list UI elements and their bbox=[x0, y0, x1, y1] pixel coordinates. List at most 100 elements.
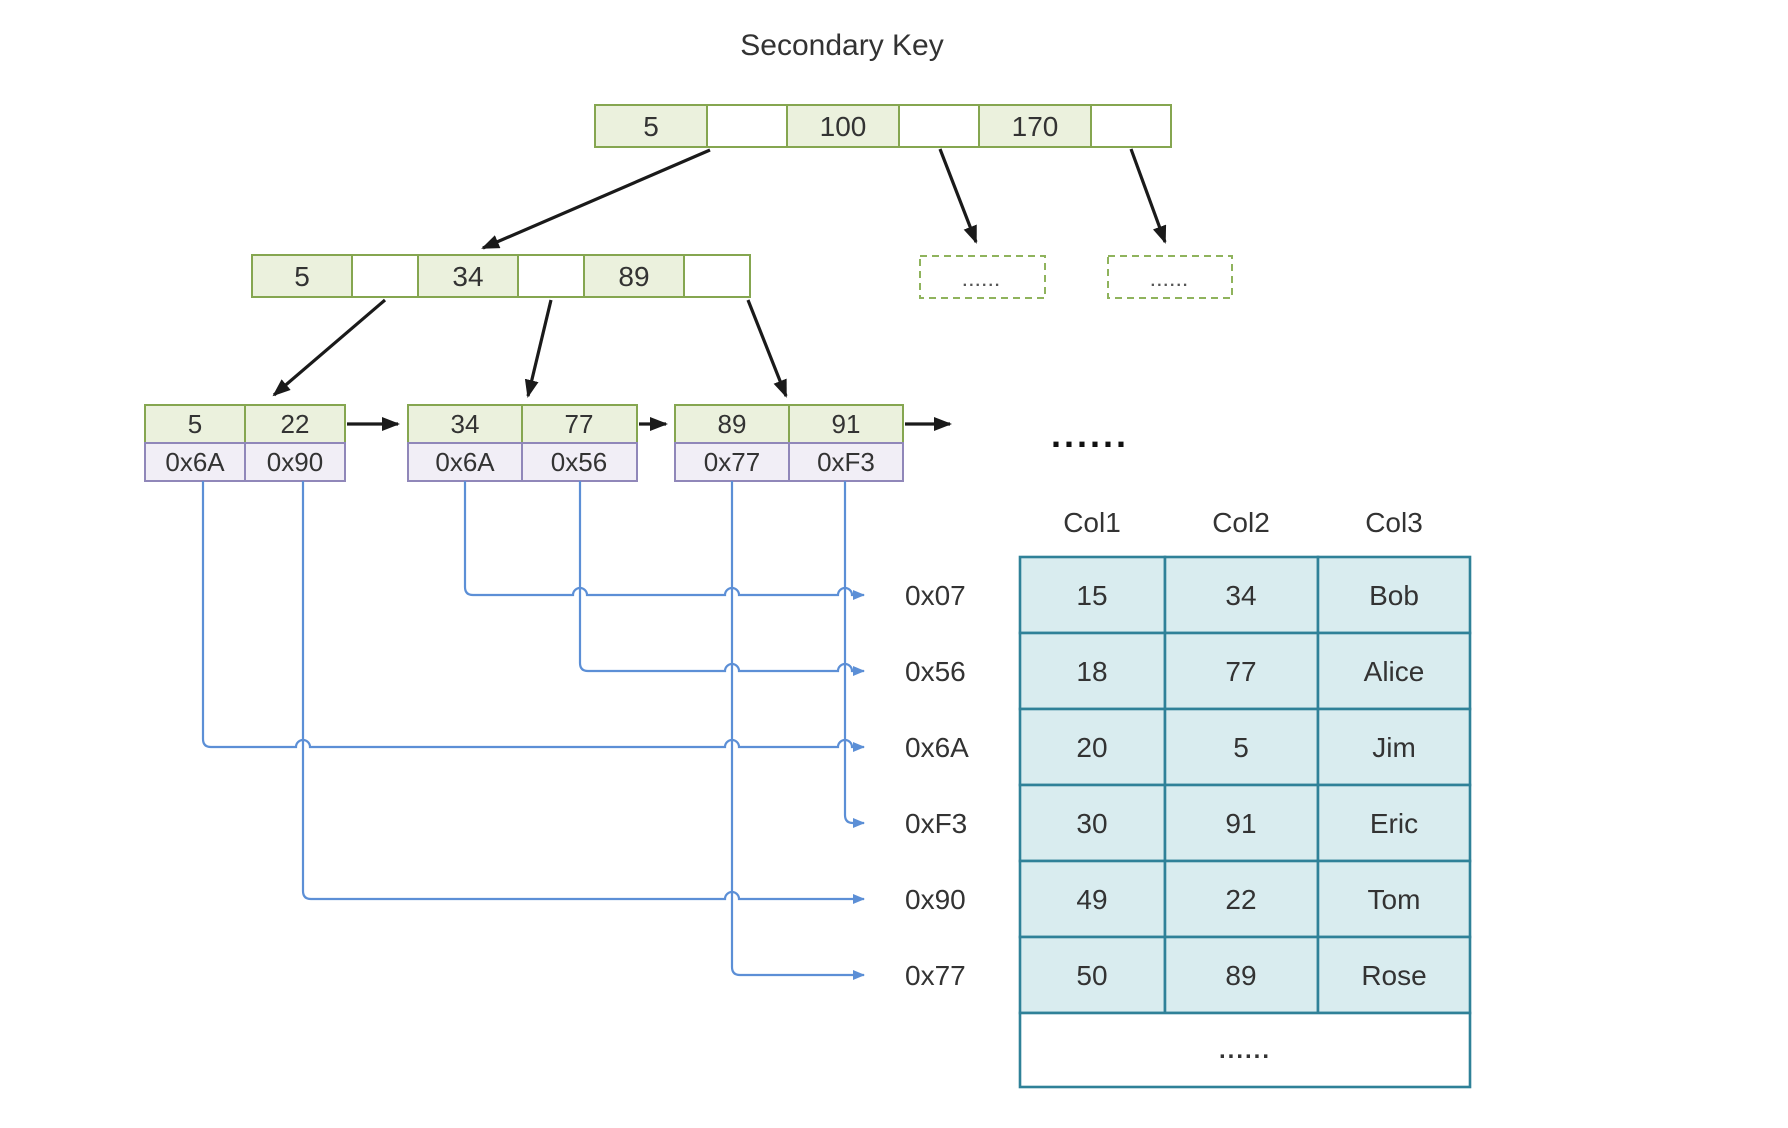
address-label-0xF3: 0xF3 bbox=[905, 808, 967, 839]
table-ellipsis-cell bbox=[1018, 1011, 1472, 1089]
table-row: 50 89 Rose bbox=[1018, 935, 1472, 1015]
leaf3-key-cell-2 bbox=[788, 404, 904, 444]
arrow-root-to-dashed-left bbox=[938, 148, 978, 244]
connector-leaf1p1-to-0x6A bbox=[201, 481, 865, 752]
leaf2-pointer-1: 0x6A bbox=[435, 447, 495, 477]
internal-key-1: 5 bbox=[294, 261, 310, 292]
table-header-col2: Col2 bbox=[1212, 507, 1270, 538]
address-label-0x6A: 0x6A bbox=[905, 732, 969, 763]
table-cell-text: 5 bbox=[1233, 732, 1249, 763]
arrow-root-to-dashed-right bbox=[1129, 148, 1167, 244]
root-key-cell-2 bbox=[786, 104, 900, 148]
arrow-root-to-internal bbox=[481, 148, 711, 250]
connector-leaf2p2-to-0x56 bbox=[578, 481, 865, 676]
arrow-internal-to-leaf1 bbox=[272, 298, 387, 397]
internal-node: 5 34 89 bbox=[251, 254, 751, 298]
leaf-node-3: 89 91 0x77 0xF3 bbox=[674, 404, 904, 482]
table-cell bbox=[1316, 631, 1472, 711]
root-key-cell-3 bbox=[978, 104, 1092, 148]
table-row: 20 5 Jim bbox=[1018, 707, 1472, 787]
dashed-box-right bbox=[1107, 255, 1233, 299]
table-row: 30 91 Eric bbox=[1018, 783, 1472, 863]
table-cell bbox=[1018, 707, 1167, 787]
table-cell-text: Tom bbox=[1368, 884, 1421, 915]
address-label-0x90: 0x90 bbox=[905, 884, 966, 915]
diagram-title: Secondary Key bbox=[740, 29, 943, 62]
leaf-node-2: 34 77 0x6A 0x56 bbox=[407, 404, 638, 482]
leaf2-key-1: 34 bbox=[451, 409, 480, 439]
table-ellipsis-text: ...... bbox=[1219, 1037, 1271, 1064]
root-node: 5 100 170 bbox=[594, 104, 1172, 148]
table-cell bbox=[1316, 707, 1472, 787]
arrow-internal-to-leaf2 bbox=[524, 299, 553, 398]
leaf1-pointer-1: 0x6A bbox=[165, 447, 225, 477]
internal-key-cell-2 bbox=[417, 254, 519, 298]
address-label-0x56: 0x56 bbox=[905, 656, 966, 687]
leaf3-pointer-2: 0xF3 bbox=[817, 447, 875, 477]
leaf2-pointer-2: 0x56 bbox=[551, 447, 607, 477]
table-header-col3: Col3 bbox=[1365, 507, 1423, 538]
table-cell bbox=[1163, 555, 1320, 635]
root-pointer-cell-1 bbox=[706, 104, 788, 148]
table-cell-text: Alice bbox=[1364, 656, 1425, 687]
address-label-0x77: 0x77 bbox=[905, 960, 966, 991]
address-labels: 0x07 0x56 0x6A 0xF3 0x90 0x77 bbox=[905, 580, 969, 991]
table-ellipsis-row: ...... bbox=[1018, 1011, 1472, 1089]
table-cell bbox=[1163, 783, 1320, 863]
leaf-node-1: 5 22 0x6A 0x90 bbox=[144, 404, 346, 482]
dashed-node-right: ...... bbox=[1107, 255, 1233, 299]
table-cell bbox=[1163, 631, 1320, 711]
leaf1-pointer-2: 0x90 bbox=[267, 447, 323, 477]
internal-key-3: 89 bbox=[618, 261, 649, 292]
table-row: 15 34 Bob bbox=[1018, 555, 1472, 635]
connector-leaf3p1-to-0x77 bbox=[730, 481, 865, 980]
leaf2-pointer-cell-2 bbox=[521, 442, 638, 482]
connector-leaf2p1-to-0x07 bbox=[463, 481, 865, 600]
dashed-left-ellipsis: ...... bbox=[963, 273, 1002, 290]
table-cell-text: 91 bbox=[1225, 808, 1256, 839]
table-cell-text: 22 bbox=[1225, 884, 1256, 915]
leaf-chain-ellipsis: ...... bbox=[1051, 414, 1129, 455]
leaf3-key-cell-1 bbox=[674, 404, 790, 444]
dashed-box-left bbox=[919, 255, 1046, 299]
leaf3-key-1: 89 bbox=[718, 409, 747, 439]
dashed-node-left: ...... bbox=[919, 255, 1046, 299]
leaf3-pointer-1: 0x77 bbox=[704, 447, 760, 477]
table-cell-text: 18 bbox=[1076, 656, 1107, 687]
leaf2-pointer-cell-1 bbox=[407, 442, 523, 482]
table-cell-text: 50 bbox=[1076, 960, 1107, 991]
table-cell bbox=[1316, 555, 1472, 635]
table-cell bbox=[1316, 859, 1472, 939]
table-cell bbox=[1163, 859, 1320, 939]
table-cell-text: Rose bbox=[1361, 960, 1426, 991]
leaf3-key-2: 91 bbox=[832, 409, 861, 439]
table-cell-text: Eric bbox=[1370, 808, 1418, 839]
root-key-3: 170 bbox=[1012, 111, 1059, 142]
dashed-right-ellipsis: ...... bbox=[1151, 273, 1190, 290]
root-pointer-cell-3 bbox=[1090, 104, 1172, 148]
leaf3-pointer-cell-2 bbox=[788, 442, 904, 482]
table-cell-text: 15 bbox=[1076, 580, 1107, 611]
table-cell-text: Jim bbox=[1372, 732, 1416, 763]
table-row: 49 22 Tom bbox=[1018, 859, 1472, 939]
internal-key-cell-3 bbox=[583, 254, 685, 298]
table-cell-text: 20 bbox=[1076, 732, 1107, 763]
internal-key-2: 34 bbox=[452, 261, 483, 292]
root-pointer-cell-2 bbox=[898, 104, 980, 148]
root-key-cell-1 bbox=[594, 104, 708, 148]
table-cell bbox=[1163, 707, 1320, 787]
table-cell-text: 89 bbox=[1225, 960, 1256, 991]
connector-leaf1p2-to-0x90 bbox=[301, 481, 865, 904]
table-cell bbox=[1018, 859, 1167, 939]
data-table: 15 34 Bob 18 77 Alice 20 5 Jim 30 bbox=[1018, 555, 1472, 1089]
table-cell bbox=[1163, 935, 1320, 1015]
table-cell-text: 30 bbox=[1076, 808, 1107, 839]
internal-pointer-cell-2 bbox=[517, 254, 585, 298]
table-header: Col1 Col2 Col3 bbox=[1063, 507, 1423, 538]
leaf1-key-1: 5 bbox=[188, 409, 202, 439]
internal-pointer-cell-3 bbox=[683, 254, 751, 298]
root-key-1: 5 bbox=[643, 111, 659, 142]
table-row: 18 77 Alice bbox=[1018, 631, 1472, 711]
table-cell-text: 77 bbox=[1225, 656, 1256, 687]
